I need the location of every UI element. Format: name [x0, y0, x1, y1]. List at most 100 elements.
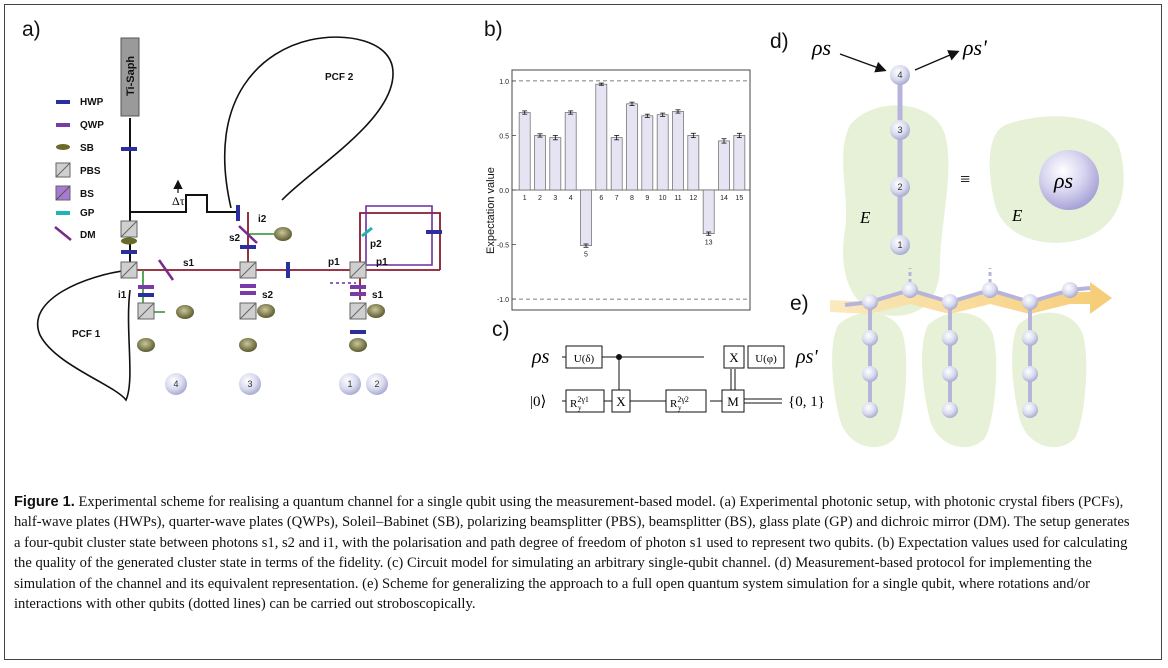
gate-ry2 — [665, 389, 707, 413]
category-label: 15 — [735, 195, 743, 202]
bar — [718, 140, 730, 191]
label-p2: p2 — [370, 239, 382, 250]
env-blob-left — [843, 105, 949, 316]
y-tick-label: -0.5 — [497, 243, 509, 250]
bar — [641, 115, 654, 191]
category-label: 12 — [689, 195, 697, 202]
gate-ry1-base: R — [570, 398, 578, 410]
d-env-label-left: E — [859, 208, 871, 227]
gate-x-bottom-label: X — [616, 394, 626, 409]
caption-text: Experimental scheme for realising a quan… — [14, 494, 1130, 613]
panel-a-setup: Δτ Ti-Saph — [37, 36, 442, 402]
bar — [534, 135, 546, 191]
y-tick-label: -1.0 — [497, 297, 509, 304]
soleil-babinet — [121, 237, 137, 245]
circuit-rho-in: ρs — [531, 346, 550, 368]
caption-label: Figure 1. — [14, 494, 75, 510]
bar — [687, 135, 700, 191]
gate-ry2-sub: y — [678, 404, 682, 412]
category-label: 4 — [569, 195, 573, 202]
gate-x-bottom — [611, 389, 631, 413]
label-i2: i2 — [258, 214, 267, 225]
panel-label-c: c) — [492, 318, 510, 341]
detectors — [137, 227, 385, 352]
d-env-label-right: E — [1011, 206, 1023, 225]
circuit-diagram: ρs ρs' |0⟩ U(δ) X U(φ) X M R2γ1 y R2γ2 y… — [530, 345, 825, 413]
d-rho-in: ρs — [811, 35, 831, 60]
big-rho-sphere — [1039, 150, 1099, 210]
bar — [672, 111, 684, 191]
bar — [549, 137, 562, 191]
label-s1-a: s1 — [183, 258, 195, 269]
gate-u-delta-label: U(δ) — [574, 353, 595, 365]
circuit-outcome: {0, 1} — [788, 394, 825, 410]
bar — [595, 83, 608, 191]
category-label: 1 — [523, 195, 527, 202]
legend-qwp: QWP — [80, 120, 104, 131]
chart-ylabel: Expectation value — [485, 167, 497, 254]
gate-ry1 — [565, 389, 605, 413]
category-label: 5 — [584, 252, 588, 259]
category-label: 2 — [538, 195, 542, 202]
panel-e-scheme — [830, 268, 1112, 448]
arrow-out — [914, 50, 960, 71]
laser-box — [120, 37, 140, 117]
env-blob-e2 — [922, 312, 997, 448]
category-label: 8 — [630, 195, 634, 202]
path-interferometer — [359, 212, 441, 300]
panel-d-protocol: 4 3 2 1 ρs ρs' E ≡ ρs E — [811, 35, 1124, 316]
detector-number-circles — [165, 373, 388, 395]
time-arrow — [830, 282, 1112, 314]
bar — [580, 189, 592, 246]
bar — [702, 189, 715, 234]
gate-measure — [721, 389, 745, 413]
bar — [656, 114, 669, 191]
pump-beam — [129, 118, 240, 270]
gate-ry1-sub: y — [578, 404, 582, 412]
laser-label: Ti-Saph — [125, 56, 137, 96]
category-label: 3 — [553, 195, 557, 202]
category-label: 14 — [720, 195, 728, 202]
category-label: 9 — [645, 195, 649, 202]
panel-label-d: d) — [770, 30, 789, 53]
panel-label-e: e) — [790, 292, 809, 315]
component-legend — [54, 100, 72, 241]
dichroic-mirror-2 — [238, 225, 258, 244]
delay-label: Δτ — [172, 194, 185, 208]
pcf-1-loop — [37, 269, 131, 402]
env-blob-e3 — [1012, 312, 1087, 448]
detector-num-1: 1 — [347, 379, 352, 389]
arrow-in — [839, 53, 887, 73]
y-tick-label: 1.0 — [499, 79, 509, 86]
label-p1-a: p1 — [328, 257, 340, 268]
legend-dm: DM — [80, 230, 96, 241]
chain-nodes — [890, 65, 910, 255]
fiber-label-pcf1: PCF 1 — [72, 329, 101, 340]
legend-bs: BS — [80, 189, 94, 200]
category-label: 6 — [599, 195, 603, 202]
svg-text:R2γ2: R2γ2 — [670, 395, 689, 410]
label-i1: i1 — [118, 290, 127, 301]
gate-ry1-sup: 2γ1 — [577, 395, 589, 404]
d-equiv: ≡ — [960, 169, 970, 189]
node-label-1: 1 — [897, 240, 902, 250]
label-p1-b: p1 — [376, 257, 388, 268]
circuit-rho-out: ρs' — [795, 346, 818, 368]
detector-num-3: 3 — [247, 379, 252, 389]
gate-ry2-sup: 2γ2 — [677, 395, 689, 404]
legend-pbs: PBS — [80, 166, 101, 177]
e-nodes — [862, 282, 1078, 418]
fiber-label-pcf2: PCF 2 — [325, 72, 354, 83]
gate-measure-label: M — [727, 394, 739, 409]
label-s1-b: s1 — [372, 290, 384, 301]
path-interferometer-purple — [365, 205, 433, 266]
node-label-3: 3 — [897, 125, 902, 135]
panel-label-a: a) — [22, 18, 41, 41]
circuit-ket: |0⟩ — [530, 394, 546, 410]
gate-u-phi — [747, 345, 785, 369]
detector-num-4: 4 — [173, 379, 178, 389]
figure-caption: Figure 1. Experimental scheme for realis… — [14, 492, 1134, 614]
y-tick-label: 0.0 — [499, 188, 509, 195]
